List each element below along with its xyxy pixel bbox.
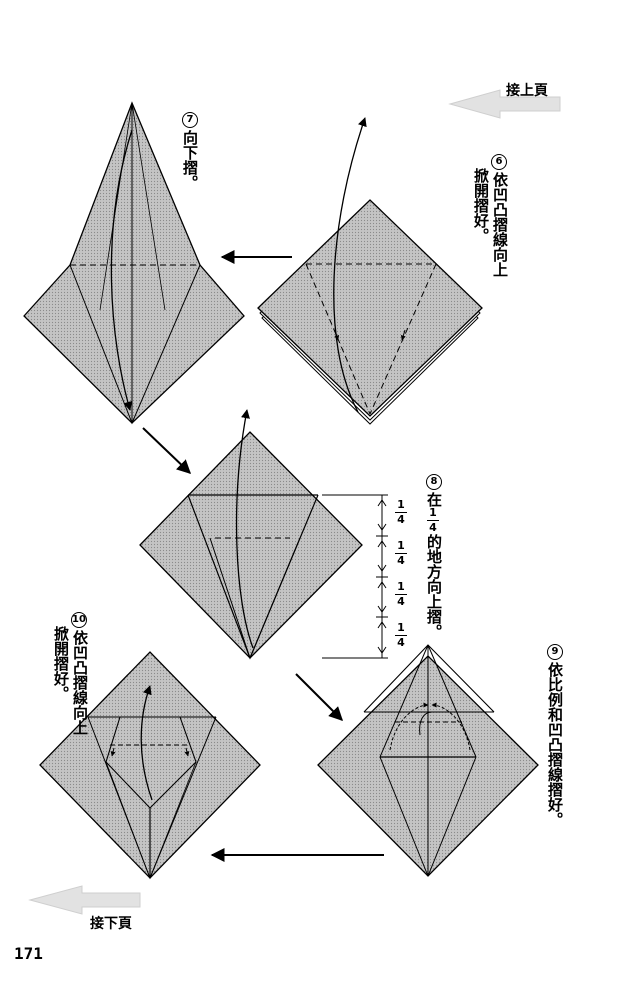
step-9-text: 依比例和凹凸摺線摺好。 xyxy=(546,662,564,827)
step-8-fraction: 1 4 xyxy=(426,507,440,534)
step-10-number: 10 xyxy=(71,612,87,628)
step-7-text: 向下摺。 xyxy=(181,130,199,190)
step-6-label: 6 依凹凸摺線向上 掀開摺好。 xyxy=(470,150,510,390)
arrow-step7-to-step8 xyxy=(142,427,192,474)
step-8-fraction-num: 1 xyxy=(429,506,437,519)
step-8-number: 8 xyxy=(426,474,442,490)
step-7-number: 7 xyxy=(182,112,198,128)
step-10-label: 10 依凹凸摺線向上 掀開摺好。 xyxy=(50,608,90,788)
step-7-figure xyxy=(23,101,245,425)
step-10-text-2: 掀開摺好。 xyxy=(52,626,70,701)
step-8-text-after: 的地方向上摺。 xyxy=(425,534,443,639)
step-7-label: 7 向下摺。 xyxy=(180,108,200,198)
step-10-figure xyxy=(39,651,261,880)
step-8-label: 8 在 1 4 的地方向上摺。 xyxy=(424,470,444,639)
step-6-number: 6 xyxy=(491,154,507,170)
prev-page-label[interactable]: 接上頁 xyxy=(506,83,548,99)
step-6-figure xyxy=(257,117,483,425)
page-number: 171 xyxy=(14,944,43,963)
step-9-number: 9 xyxy=(547,644,563,660)
step-8-fraction-den: 4 xyxy=(429,521,437,534)
step-9-label: 9 依比例和凹凸摺線摺好。 xyxy=(545,640,565,840)
prev-page-arrow[interactable] xyxy=(448,89,561,119)
step-8-text-before: 在 xyxy=(425,492,443,507)
next-page-label[interactable]: 接下頁 xyxy=(90,916,132,932)
step-6-text-2: 掀開摺好。 xyxy=(472,168,490,243)
step-8-figure xyxy=(139,409,388,660)
step-10-text-1: 依凹凸摺線向上 xyxy=(71,630,89,735)
step-9-figure xyxy=(317,644,539,877)
arrow-step8-to-step9 xyxy=(295,673,343,721)
next-page-arrow[interactable] xyxy=(28,885,141,915)
step-6-text-1: 依凹凸摺線向上 xyxy=(491,172,509,277)
